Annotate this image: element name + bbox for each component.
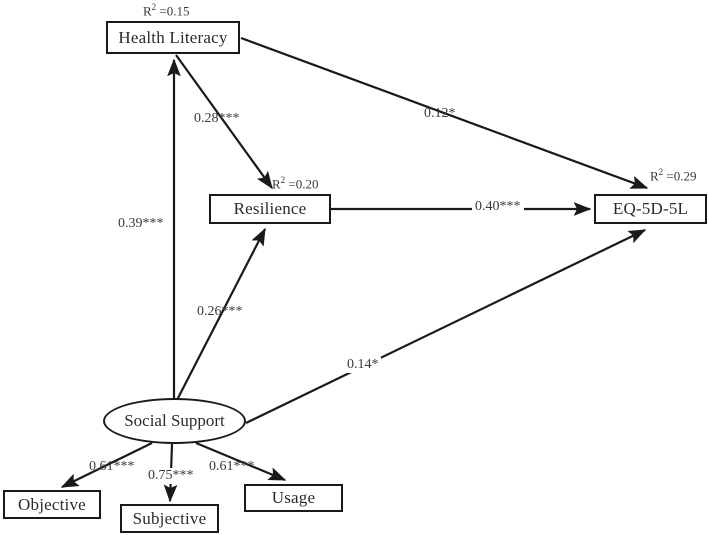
node-social-support[interactable]: Social Support: [103, 398, 246, 444]
node-label: Health Literacy: [118, 27, 228, 47]
node-label: Usage: [271, 488, 316, 507]
r2-label-eq5d5l: R2 =0.29: [650, 167, 697, 184]
node-objective[interactable]: Objective: [3, 490, 101, 519]
r2-label-resilience: R2 =0.20: [272, 175, 319, 192]
edge-label-ss-to-resilience: 0.26***: [197, 304, 243, 319]
r2-symbol: R: [143, 3, 152, 19]
node-health-literacy[interactable]: Health Literacy: [106, 21, 240, 54]
edge-label-hl-to-eq5d5l: 0.12*: [424, 106, 456, 121]
node-label: Social Support: [124, 411, 225, 430]
node-label: Objective: [18, 494, 86, 514]
edge-health-literacy-to-resilience: [175, 54, 273, 190]
edge-ss-to-usage: [195, 441, 287, 482]
edge-ss-to-resilience: [176, 227, 266, 401]
r2-symbol: R: [650, 168, 659, 184]
edge-health-literacy-to-eq5d5l: [240, 36, 649, 190]
edge-ss-to-objective: [60, 442, 153, 488]
edge-label-ss-to-eq5d5l: 0.14*: [345, 357, 381, 373]
r2-exponent: 2: [280, 175, 286, 185]
node-label: Resilience: [233, 199, 307, 218]
edge-ss-to-eq5d5l: [245, 229, 647, 424]
node-resilience[interactable]: Resilience: [209, 194, 331, 224]
node-usage[interactable]: Usage: [244, 484, 343, 512]
r2-exponent: 2: [151, 2, 157, 12]
node-eq5d5l[interactable]: EQ-5D-5L: [594, 194, 707, 224]
edge-label-ss-to-hl: 0.39***: [118, 216, 164, 231]
r2-value: =0.15: [159, 3, 190, 19]
r2-label-health-literacy: R2 =0.15: [143, 2, 190, 19]
edge-label-ss-to-usage: 0.61***: [209, 459, 255, 474]
node-label: Subjective: [132, 508, 207, 528]
node-label: EQ-5D-5L: [612, 199, 689, 218]
edge-label-ss-to-objective: 0.61***: [89, 459, 135, 474]
r2-symbol: R: [272, 176, 281, 192]
edge-label-ss-to-subjective: 0.75***: [146, 468, 196, 484]
edge-label-resilience-to-eq5d5l: 0.40***: [472, 199, 524, 215]
r2-value: =0.20: [288, 176, 319, 192]
r2-exponent: 2: [658, 167, 664, 177]
node-subjective[interactable]: Subjective: [120, 504, 219, 533]
edge-label-hl-to-resilience: 0.28***: [194, 111, 240, 126]
r2-value: =0.29: [666, 168, 697, 184]
